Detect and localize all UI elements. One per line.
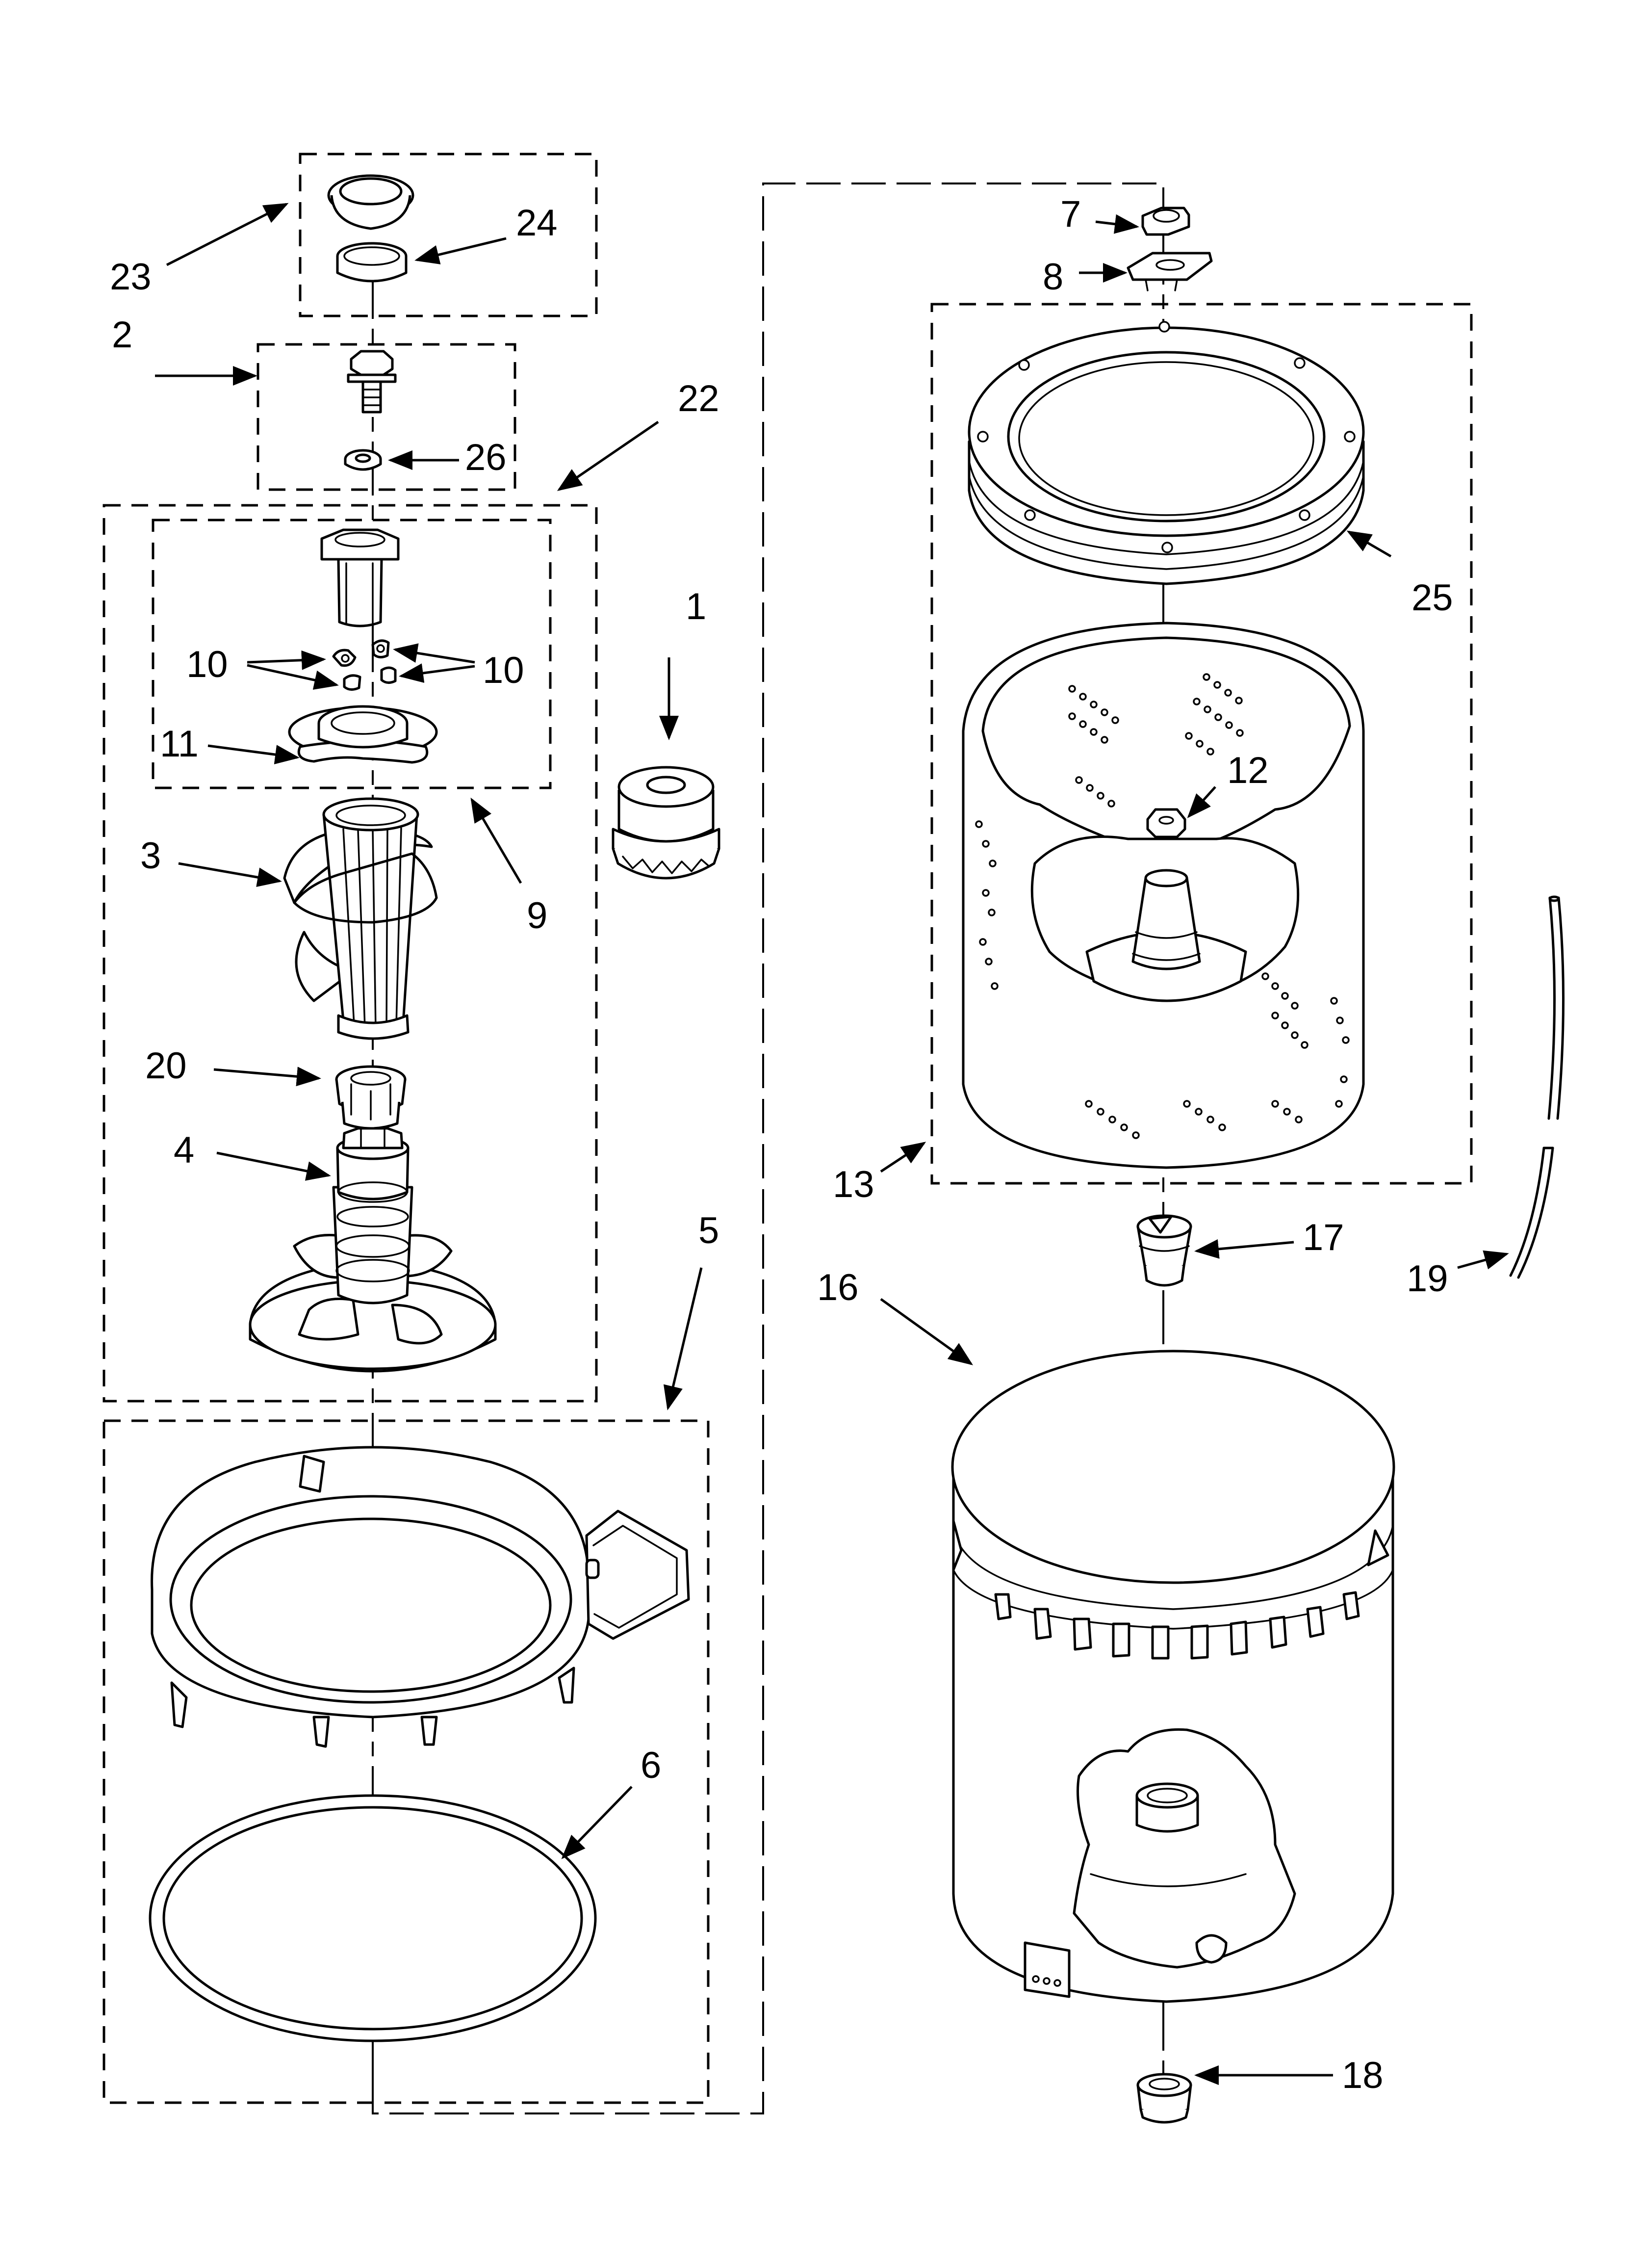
callout-18: 18 <box>1342 2055 1384 2096</box>
part-7-clip <box>1141 207 1190 236</box>
part-5-tub-ring <box>151 1446 690 1748</box>
callout-2: 2 <box>112 314 132 356</box>
part-16-outer-tub <box>951 1350 1395 2003</box>
callout-10-right: 10 <box>483 650 524 691</box>
part-10-dogs <box>332 639 397 691</box>
callout-24: 24 <box>516 202 558 244</box>
part-23-agitator-cap <box>327 174 414 230</box>
callout-11: 11 <box>160 723 199 765</box>
callout-1: 1 <box>686 586 706 627</box>
part-cam-assembly-top <box>320 528 400 627</box>
part-6-o-ring <box>149 1794 597 2042</box>
part-22-ratchet-ring <box>335 1065 407 1130</box>
callout-23: 23 <box>110 256 152 298</box>
part-2-bolt <box>347 350 397 414</box>
callout-12: 12 <box>1227 750 1269 791</box>
callout-5: 5 <box>698 1210 719 1251</box>
part-24-cap-ring <box>336 242 408 283</box>
callout-labels: 23 24 2 26 22 1 10 10 11 9 3 20 4 5 6 7 … <box>110 193 1453 2096</box>
part-19-hose <box>1509 895 1565 1279</box>
part-13-spin-basket <box>962 622 1365 1169</box>
callout-16: 16 <box>817 1267 859 1308</box>
callout-8: 8 <box>1043 256 1063 298</box>
callout-17: 17 <box>1303 1217 1344 1258</box>
part-26-washer <box>344 449 382 471</box>
callout-26: 26 <box>465 437 507 478</box>
group-box-2 <box>257 343 516 491</box>
group-box-5-tub-ring <box>103 1419 710 2104</box>
callout-9: 9 <box>527 895 547 937</box>
part-11-cam <box>288 705 438 764</box>
part-4-agitator-base <box>249 1127 497 1373</box>
callout-4: 4 <box>174 1129 194 1171</box>
basket-perforations <box>975 673 1350 1139</box>
callout-7: 7 <box>1060 193 1081 235</box>
group-box-13-basket <box>930 303 1473 1185</box>
part-25-balance-ring <box>968 321 1365 585</box>
callout-22: 20 <box>145 1045 187 1087</box>
group-box-9-cam <box>152 519 552 789</box>
callout-25: 25 <box>1411 577 1453 619</box>
callout-10-left: 10 <box>186 644 228 685</box>
part-8-plate <box>1127 252 1213 291</box>
part-3-auger <box>283 797 438 1040</box>
callout-3: 3 <box>140 835 161 877</box>
callout-13: 13 <box>833 1164 874 1205</box>
callout-19: 19 <box>1407 1258 1448 1300</box>
callout-6: 6 <box>641 1745 661 1786</box>
part-17-bushing <box>1136 1214 1192 1287</box>
part-1-tub-seal <box>612 766 720 880</box>
part-18-drain-fitting <box>1136 2073 1192 2124</box>
callout-20: 22 <box>678 378 719 419</box>
part-12-nut <box>1146 808 1186 838</box>
connector-line <box>372 182 1164 2114</box>
group-box-20-agitator <box>103 504 598 1403</box>
leader-arrows <box>155 203 1509 2085</box>
group-box-23-24 <box>299 153 598 317</box>
outer-tub-ribs <box>994 1591 1360 1660</box>
